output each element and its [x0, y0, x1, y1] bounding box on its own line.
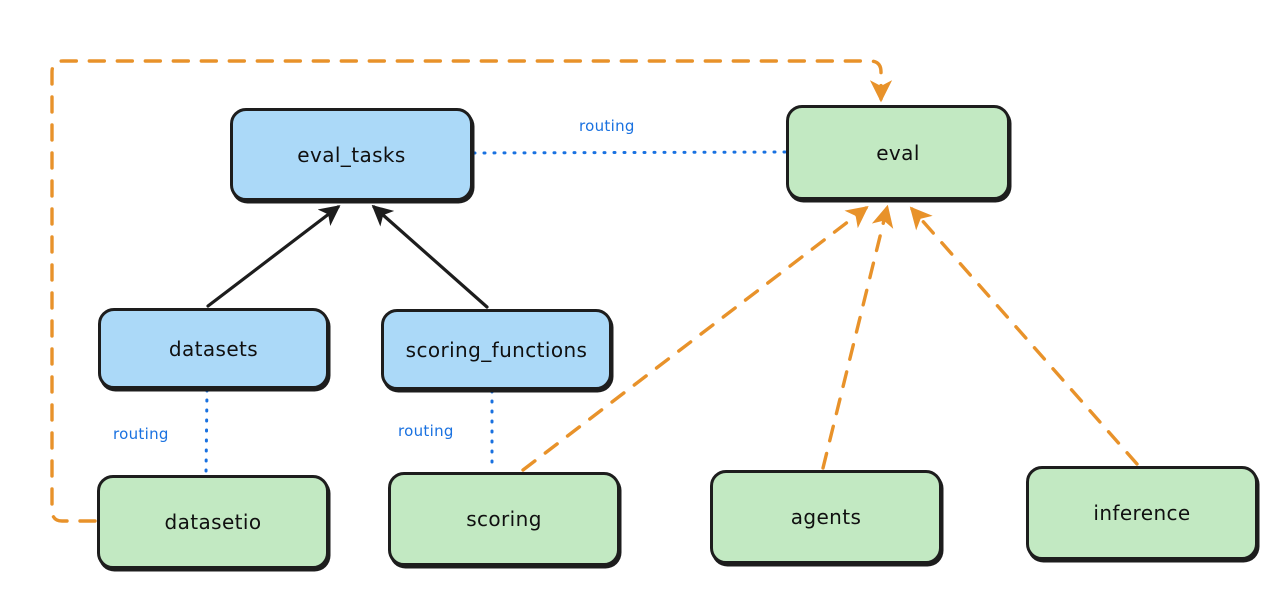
node-scoring[interactable]: scoring	[388, 472, 620, 566]
edge-scoring-to-eval	[521, 205, 869, 472]
node-datasets[interactable]: datasets	[98, 308, 329, 389]
edge-routing-datasets-to-datasetio	[204, 388, 209, 476]
node-label-scoring: scoring	[466, 507, 542, 531]
node-label-eval: eval	[876, 140, 920, 165]
node-eval[interactable]: eval	[786, 105, 1010, 200]
edge-inference-to-eval	[909, 206, 1139, 466]
node-label-datasetio: datasetio	[164, 510, 262, 534]
node-eval-tasks[interactable]: eval_tasks	[230, 108, 473, 201]
edge-scoring-functions-to-eval-tasks	[371, 204, 489, 309]
node-scoring-functions[interactable]: scoring_functions	[381, 309, 612, 390]
edge-label-routing-datasets-datasetio: routing	[113, 425, 169, 443]
node-label-datasets: datasets	[168, 336, 259, 361]
node-agents[interactable]: agents	[710, 470, 942, 564]
node-label-scoring-functions: scoring_functions	[405, 337, 588, 362]
node-label-eval-tasks: eval_tasks	[297, 142, 406, 167]
edge-agents-to-eval	[821, 204, 894, 470]
edge-routing-eval-tasks-to-eval	[472, 150, 787, 155]
node-inference[interactable]: inference	[1026, 466, 1258, 560]
node-label-agents: agents	[790, 505, 862, 529]
edge-label-routing-scoring-functions-scoring: routing	[398, 422, 454, 440]
edge-label-routing-eval-tasks-eval: routing	[579, 117, 635, 135]
node-label-inference: inference	[1093, 501, 1191, 525]
node-datasetio[interactable]: datasetio	[97, 475, 329, 569]
edge-datasets-to-eval-tasks	[206, 205, 341, 308]
edge-datasetio-to-eval	[50, 59, 893, 523]
